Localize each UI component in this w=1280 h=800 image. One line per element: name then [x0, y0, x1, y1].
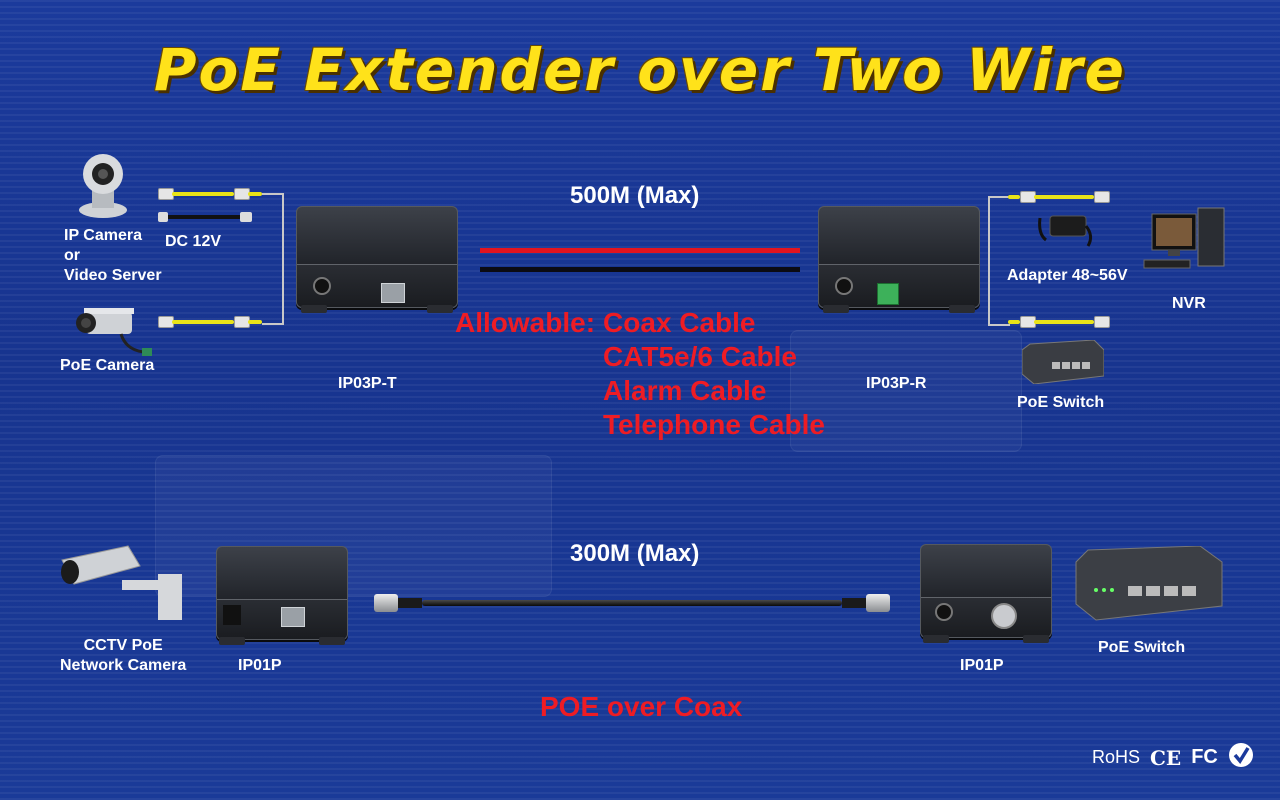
ip-camera-label: IP Camera or Video Server: [64, 227, 162, 284]
ip03p-t-label: IP03P-T: [338, 375, 397, 392]
distance-top-label: 500M (Max): [570, 182, 700, 209]
nvr-label: NVR: [1172, 295, 1206, 312]
bracket-right: [988, 196, 1010, 326]
fc-logo: FC: [1191, 746, 1218, 768]
allowable-cable-list: Coax Cable CAT5e/6 Cable Alarm Cable Tel…: [603, 306, 825, 442]
adapter-label: Adapter 48~56V: [1007, 267, 1128, 284]
ip01p-right-device: [920, 544, 1052, 643]
ip01p-left-label: IP01P: [238, 657, 282, 674]
ip03p-r-label: IP03P-R: [866, 375, 927, 392]
ip03p-r-device: [818, 206, 980, 313]
cable-type-item: Telephone Cable: [603, 409, 825, 440]
page-title: PoE Extender over Two Wire: [154, 36, 1126, 104]
dip-switch: [223, 605, 241, 625]
allowable-label: Allowable:: [455, 307, 596, 338]
poe-over-coax-caption: POE over Coax: [540, 691, 743, 722]
cable-type-item: Coax Cable: [603, 307, 756, 338]
poe-switch-bottom-label: PoE Switch: [1098, 639, 1186, 656]
terminal-block: [877, 283, 899, 305]
ip01p-left-device: [216, 546, 348, 645]
cctv-camera-icon: [58, 544, 184, 622]
distance-bottom-label: 300M (Max): [570, 540, 700, 567]
poe-camera-label: PoE Camera: [60, 357, 155, 374]
rohs-logo: RoHS: [1092, 747, 1141, 767]
black-wire: [480, 267, 800, 272]
ghost-product-right: [790, 330, 1022, 452]
nvr-icon: [1138, 206, 1228, 286]
power-adapter-icon: [1036, 210, 1096, 250]
cctv-camera-label: CCTV PoE Network Camera: [60, 637, 187, 674]
check-circle-icon: [1228, 742, 1254, 773]
red-wire: [480, 248, 800, 253]
ip-camera-icon: [78, 150, 128, 218]
poe-camera-icon: [66, 306, 156, 358]
bracket-left: [262, 193, 284, 325]
bnc-port: [991, 603, 1017, 629]
poe-switch-top-icon: [1021, 339, 1105, 385]
ghost-product-left: [155, 455, 552, 597]
ip01p-right-label: IP01P: [960, 657, 1004, 674]
ip03p-t-device: [296, 206, 458, 313]
cable-type-item: CAT5e/6 Cable: [603, 341, 797, 372]
poe-switch-bottom-icon: [1074, 545, 1226, 624]
ce-logo: CE: [1150, 745, 1182, 770]
certification-logos: RoHS CE FC: [1092, 742, 1254, 773]
poe-switch-top-label: PoE Switch: [1017, 394, 1105, 411]
cable-type-item: Alarm Cable: [603, 375, 767, 406]
dc-12v-label: DC 12V: [165, 233, 222, 250]
